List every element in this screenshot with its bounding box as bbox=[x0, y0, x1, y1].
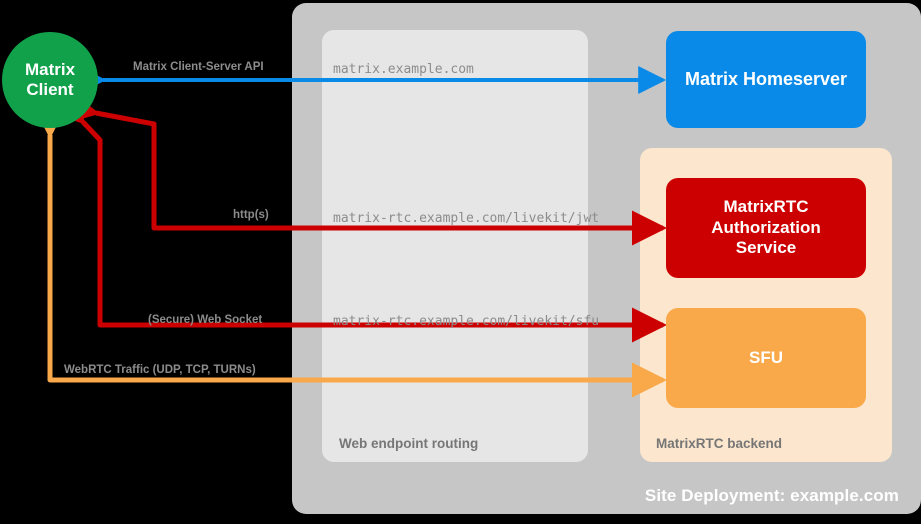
connector-label-sfu-websocket: (Secure) Web Socket bbox=[148, 314, 263, 326]
site-deployment-label: Site Deployment: example.com bbox=[644, 486, 899, 505]
web-endpoint-routing-label: Web endpoint routing bbox=[339, 436, 479, 451]
matrixrtc-authorization-service-label: MatrixRTC Authorization Service bbox=[711, 197, 821, 259]
endpoint-url-matrix: matrix.example.com bbox=[333, 62, 474, 77]
endpoint-url-jwt: matrix-rtc.example.com/livekit/jwt bbox=[333, 211, 600, 226]
auth-label-line3: Service bbox=[735, 238, 797, 258]
auth-label-line2: Authorization bbox=[711, 217, 821, 237]
matrix-client-label: Matrix Client bbox=[25, 60, 75, 101]
connector-label-cs-api: Matrix Client-Server API bbox=[133, 61, 264, 73]
connector-label-webrtc: WebRTC Traffic (UDP, TCP, TURNs) bbox=[64, 364, 256, 376]
matrix-client-label-line1: Matrix bbox=[24, 59, 76, 79]
matrix-client-label-line2: Client bbox=[26, 80, 74, 99]
web-endpoint-routing-panel: Web endpoint routing bbox=[322, 30, 588, 462]
sfu-label: SFU bbox=[749, 347, 783, 367]
matrix-client-node[interactable]: Matrix Client bbox=[2, 32, 98, 128]
matrix-homeserver-label: Matrix Homeserver bbox=[684, 68, 848, 89]
matrix-homeserver-node[interactable]: Matrix Homeserver bbox=[666, 31, 866, 128]
matrixrtc-authorization-service-node[interactable]: MatrixRTC Authorization Service bbox=[666, 178, 866, 278]
connector-label-jwt: http(s) bbox=[233, 209, 269, 221]
matrixrtc-backend-label: MatrixRTC backend bbox=[656, 436, 783, 451]
sfu-node[interactable]: SFU bbox=[666, 308, 866, 408]
auth-label-line1: MatrixRTC bbox=[723, 196, 809, 216]
endpoint-url-sfu: matrix-rtc.example.com/livekit/sfu bbox=[333, 314, 600, 329]
